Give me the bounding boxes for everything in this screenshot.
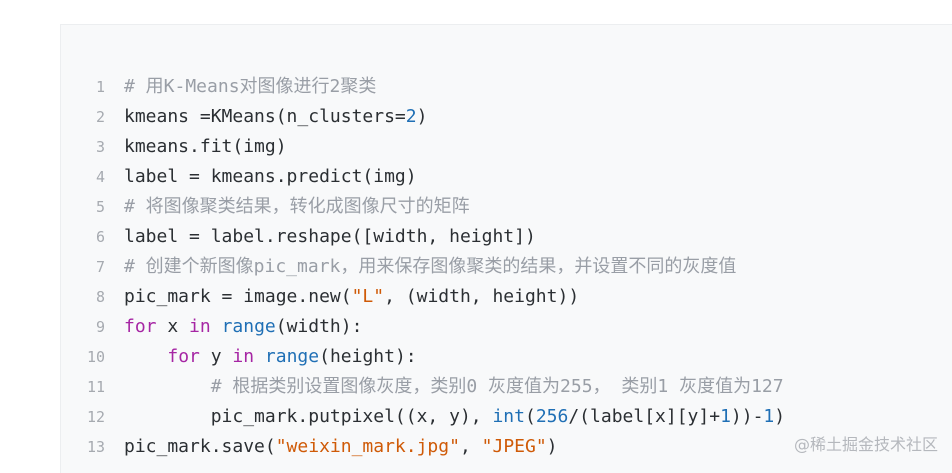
code-token-plain: (width): [275, 316, 363, 337]
code-token-num: 256 [535, 406, 569, 427]
code-token-str: "L" [351, 286, 385, 307]
line-number: 3 [95, 138, 105, 156]
line-number: 1 [95, 78, 105, 96]
code-token-plain: kmeans.fit(img) [124, 136, 287, 157]
code-text: label = label.reshape([width, height]) [124, 222, 536, 252]
code-token-plain: x [156, 316, 190, 337]
code-text: for y in range(height): [124, 342, 417, 372]
code-token-kw: in [232, 346, 255, 367]
code-token-plain: ) [774, 406, 786, 427]
code-token-str: "JPEG" [481, 436, 547, 457]
code-token-num: 1 [720, 406, 731, 427]
code-token-plain: /(label[x][y]+ [568, 406, 721, 427]
code-token-plain: pic_mark.putpixel((x, y), [124, 406, 493, 427]
code-token-plain: , (width, height)) [384, 286, 580, 307]
code-block [60, 24, 952, 473]
line-number: 4 [95, 168, 105, 186]
code-token-num: 2 [405, 106, 417, 127]
code-token-plain: , [459, 436, 482, 457]
code-token-comment: # 用K-Means对图像进行2聚类 [124, 76, 377, 97]
code-token-builtin: int [492, 406, 525, 427]
code-token-str: "weixin_mark.jpg" [275, 436, 460, 457]
code-token-plain: ( [524, 406, 536, 427]
code-token-plain [124, 346, 167, 367]
code-token-plain: kmeans =KMeans(n_clusters= [124, 106, 406, 127]
line-number: 13 [86, 438, 105, 456]
line-number: 6 [95, 228, 105, 246]
code-text: pic_mark.save("weixin_mark.jpg", "JPEG") [124, 432, 558, 462]
code-token-kw: for [124, 316, 157, 337]
code-token-plain: y [199, 346, 233, 367]
line-number: 12 [86, 408, 105, 426]
line-number: 11 [86, 378, 105, 396]
code-token-comment: # 根据类别设置图像灰度，类别0 灰度值为255， 类别1 灰度值为127 [210, 376, 784, 397]
code-token-kw: for [167, 346, 200, 367]
code-token-plain: label = kmeans.predict(img) [124, 166, 417, 187]
code-token-plain: label = label.reshape([width, height]) [124, 226, 536, 247]
watermark: @稀土掘金技术社区 [793, 435, 938, 454]
code-token-plain [124, 376, 211, 397]
code-token-comment: # 将图像聚类结果，转化成图像尺寸的矩阵 [124, 196, 470, 217]
code-text: # 创建个新图像pic_mark，用来保存图像聚类的结果，并设置不同的灰度值 [124, 252, 736, 282]
line-number: 10 [86, 348, 105, 366]
code-text: # 用K-Means对图像进行2聚类 [124, 72, 376, 102]
code-token-plain: ) [416, 106, 428, 127]
code-token-kw: in [189, 316, 211, 337]
code-token-plain: pic_mark = image.new( [124, 286, 352, 307]
code-text: # 将图像聚类结果，转化成图像尺寸的矩阵 [124, 192, 470, 222]
code-text: pic_mark = image.new("L", (width, height… [124, 282, 579, 312]
code-token-plain: ) [546, 436, 558, 457]
code-text: kmeans =KMeans(n_clusters=2) [124, 102, 427, 132]
line-number: 5 [95, 198, 105, 216]
code-token-builtin: range [264, 346, 320, 367]
line-number: 7 [95, 258, 105, 276]
line-number: 2 [95, 108, 105, 126]
code-token-comment: # 创建个新图像pic_mark，用来保存图像聚类的结果，并设置不同的灰度值 [124, 256, 737, 277]
line-number: 8 [95, 288, 105, 306]
code-text: label = kmeans.predict(img) [124, 162, 417, 192]
code-text: # 根据类别设置图像灰度，类别0 灰度值为255， 类别1 灰度值为127 [124, 372, 784, 402]
code-token-plain [254, 346, 265, 367]
line-number: 9 [95, 318, 105, 336]
code-token-plain: (height): [319, 346, 417, 367]
code-text: for x in range(width): [124, 312, 362, 342]
code-text: kmeans.fit(img) [124, 132, 287, 162]
code-token-builtin: range [221, 316, 276, 337]
code-token-num: 1 [763, 406, 775, 427]
code-token-plain: pic_mark.save( [124, 436, 276, 457]
code-text: pic_mark.putpixel((x, y), int(256/(label… [124, 402, 785, 432]
code-token-plain [211, 316, 222, 337]
code-token-plain: ))- [730, 406, 764, 427]
